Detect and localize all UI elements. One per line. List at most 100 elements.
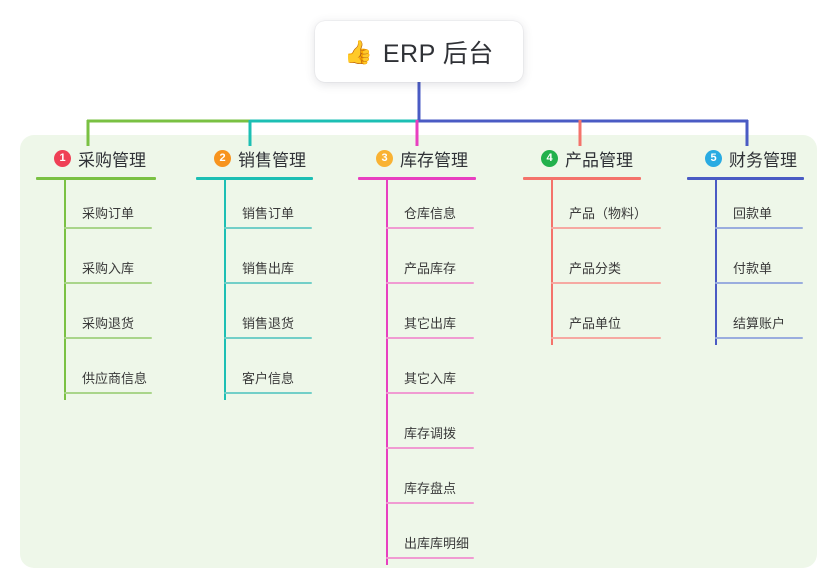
leaf-label: 产品库存 [404,261,457,276]
branch-title-3: 库存管理 [400,150,468,170]
leaf-rule [715,282,803,284]
leaf-label: 产品分类 [569,261,622,276]
branch-title-5: 财务管理 [729,150,797,170]
leaf-item[interactable]: 其它出库 [386,290,476,345]
leaf-rule [386,557,474,559]
branch-title-1: 采购管理 [78,150,146,170]
leaf-label: 采购入库 [82,261,135,276]
leaf-rule [224,282,312,284]
leaf-rule [386,392,474,394]
leaf-label: 其它入库 [404,371,457,386]
leaf-label: 库存调拨 [404,426,457,441]
leaf-rule [386,282,474,284]
branch-header-rule-5 [687,177,804,180]
leaf-rule [386,227,474,229]
leaf-item[interactable]: 产品分类 [551,235,661,290]
leaf-label: 销售出库 [242,261,295,276]
leaf-item[interactable]: 仓库信息 [386,180,476,235]
leaf-rule [551,227,661,229]
leaf-rule [715,227,803,229]
branch-header-1[interactable]: 1 采购管理 [36,146,156,170]
root-node[interactable]: 👍 ERP 后台 [315,21,523,82]
branch-header-rule-4 [523,177,641,180]
leaf-label: 仓库信息 [404,206,457,221]
branch-header-rule-3 [358,177,476,180]
leaf-rule [64,282,152,284]
leaf-item[interactable]: 其它入库 [386,345,476,400]
leaf-item[interactable]: 销售出库 [224,235,313,290]
leaf-label: 出库库明细 [404,536,470,551]
thumbs-up-icon: 👍 [344,39,373,65]
leaf-rule [224,227,312,229]
branch-trunk-5 [715,180,717,345]
leaf-item[interactable]: 供应商信息 [64,345,156,400]
branch-leaf-list-5: 回款单付款单结算账户 [715,180,804,345]
leaf-item[interactable]: 出库库明细 [386,510,476,565]
leaf-rule [224,337,312,339]
leaf-item[interactable]: 产品（物料） [551,180,661,235]
leaf-rule [64,227,152,229]
leaf-item[interactable]: 库存调拨 [386,400,476,455]
leaf-rule [64,392,152,394]
branch-leaf-list-4: 产品（物料） 产品分类产品单位 [551,180,661,345]
leaf-item[interactable]: 产品单位 [551,290,661,345]
leaf-item[interactable]: 回款单 [715,180,804,235]
leaf-label: 客户信息 [242,371,295,386]
leaf-item[interactable]: 客户信息 [224,345,313,400]
branch-badge-4: 4 [541,149,558,167]
leaf-label: 产品（物料） [569,206,648,221]
branch-header-rule-1 [36,177,156,180]
branch-title-2: 销售管理 [238,150,306,170]
leaf-label: 供应商信息 [82,371,148,386]
branch-header-rule-2 [196,177,313,180]
leaf-rule [386,447,474,449]
branch-title-4: 产品管理 [565,150,633,170]
leaf-item[interactable]: 采购退货 [64,290,156,345]
leaf-item[interactable]: 采购入库 [64,235,156,290]
branch-header-2[interactable]: 2 销售管理 [196,146,313,170]
branch-leaf-list-1: 采购订单采购入库采购退货供应商信息 [64,180,156,400]
branch-column-3[interactable]: 3 库存管理仓库信息产品库存其它出库其它入库库存调拨库存盘点出库库明细 [358,146,476,565]
leaf-item[interactable]: 销售订单 [224,180,313,235]
branches-panel [20,135,817,568]
branch-column-4[interactable]: 4 产品管理产品（物料） 产品分类产品单位 [523,146,661,345]
branch-trunk-1 [64,180,66,400]
leaf-item[interactable]: 销售退货 [224,290,313,345]
branch-column-2[interactable]: 2 销售管理销售订单销售出库销售退货客户信息 [196,146,313,400]
branch-trunk-3 [386,180,388,565]
root-title: ERP 后台 [382,39,494,68]
branch-header-3[interactable]: 3 库存管理 [358,146,476,170]
branch-badge-2: 2 [214,149,231,167]
branch-trunk-2 [224,180,226,400]
leaf-rule [386,337,474,339]
branch-leaf-list-2: 销售订单销售出库销售退货客户信息 [224,180,313,400]
leaf-label: 库存盘点 [404,481,457,496]
leaf-label: 销售订单 [242,206,295,221]
leaf-item[interactable]: 付款单 [715,235,804,290]
leaf-rule [386,502,474,504]
leaf-item[interactable]: 库存盘点 [386,455,476,510]
branch-trunk-4 [551,180,553,345]
branch-header-4[interactable]: 4 产品管理 [523,146,641,170]
branch-badge-3: 3 [376,149,393,167]
leaf-label: 结算账户 [733,316,786,331]
leaf-rule [551,282,661,284]
leaf-label: 销售退货 [242,316,295,331]
leaf-rule [715,337,803,339]
leaf-label: 付款单 [733,261,773,276]
leaf-item[interactable]: 结算账户 [715,290,804,345]
branch-badge-1: 1 [54,149,71,167]
leaf-label: 其它出库 [404,316,457,331]
leaf-label: 产品单位 [569,316,622,331]
leaf-label: 回款单 [733,206,773,221]
branch-leaf-list-3: 仓库信息产品库存其它出库其它入库库存调拨库存盘点出库库明细 [386,180,476,565]
branch-column-1[interactable]: 1 采购管理采购订单采购入库采购退货供应商信息 [36,146,156,400]
leaf-label: 采购退货 [82,316,135,331]
leaf-item[interactable]: 产品库存 [386,235,476,290]
leaf-rule [551,337,661,339]
leaf-item[interactable]: 采购订单 [64,180,156,235]
